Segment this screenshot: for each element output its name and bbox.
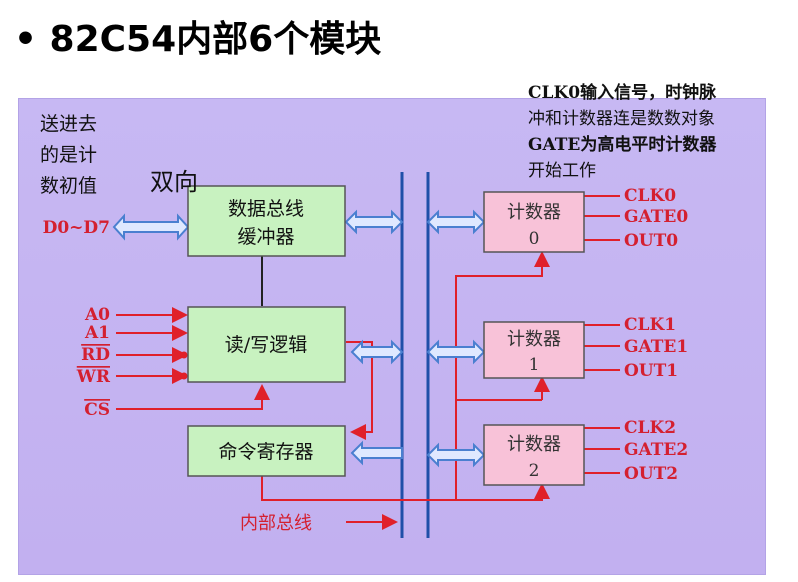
d-bus-label: D0~D7 bbox=[43, 218, 110, 238]
a1-label: A1 bbox=[84, 323, 110, 343]
left-note-3: 数初值 bbox=[40, 175, 97, 197]
cmd-bus-arrow bbox=[350, 440, 403, 466]
cmd-reg-label: 命令寄存器 bbox=[218, 441, 313, 463]
counter1-block bbox=[483, 321, 585, 379]
data-buffer-block bbox=[187, 185, 346, 257]
counter0-block bbox=[483, 191, 585, 253]
gate0-label: GATE0 bbox=[624, 207, 688, 227]
gate2-label: GATE2 bbox=[624, 440, 688, 460]
bus-arrows bbox=[112, 209, 486, 468]
rd-bubble bbox=[180, 351, 188, 359]
counter0-bus-arrow bbox=[426, 209, 486, 235]
left-note-1: 送进去 bbox=[40, 113, 97, 135]
rd-label: RD bbox=[81, 345, 110, 365]
out2-label: OUT2 bbox=[624, 464, 678, 484]
clk1-label: CLK1 bbox=[624, 315, 676, 335]
diagram-panel bbox=[18, 98, 766, 575]
right-note-1: CLK0输入信号，时钟脉 bbox=[528, 82, 717, 103]
left-note-2: 的是计 bbox=[40, 144, 97, 166]
out1-label: OUT1 bbox=[624, 361, 678, 381]
wr-bubble bbox=[180, 372, 188, 380]
clk2-label: CLK2 bbox=[624, 418, 676, 438]
control-lines bbox=[116, 195, 620, 501]
counter2-block bbox=[483, 424, 585, 486]
buffer-bus-arrow bbox=[344, 209, 404, 235]
rw-bus-arrow bbox=[350, 339, 404, 365]
right-note-2: 冲和计数器连是数数对象 bbox=[528, 109, 715, 129]
counter2-label: 计数器 bbox=[507, 434, 561, 455]
gate1-label: GATE1 bbox=[624, 337, 688, 357]
data-buffer-label-1: 数据总线 bbox=[228, 198, 304, 220]
counter0-num: 0 bbox=[529, 229, 540, 249]
right-note-4: 开始工作 bbox=[528, 161, 596, 181]
counter2-num: 2 bbox=[529, 461, 540, 481]
page-title: • 82C54内部6个模块 bbox=[14, 19, 382, 60]
wr-label: WR bbox=[76, 367, 111, 387]
data-buffer-label-2: 缓冲器 bbox=[237, 226, 294, 248]
a0-label: A0 bbox=[84, 305, 110, 325]
d-bus-arrow bbox=[112, 213, 190, 241]
counter1-label: 计数器 bbox=[507, 329, 561, 350]
rw-logic-label: 读/写逻辑 bbox=[225, 334, 307, 356]
counter1-num: 1 bbox=[529, 355, 540, 375]
cs-label: CS bbox=[84, 400, 110, 420]
bidir-label: 双向 bbox=[150, 168, 198, 196]
clk0-label: CLK0 bbox=[624, 186, 676, 206]
counter0-label: 计数器 bbox=[507, 202, 561, 223]
cmd-reg-block bbox=[187, 425, 346, 477]
right-note-3: GATE为高电平时计数器 bbox=[528, 134, 717, 155]
out0-label: OUT0 bbox=[624, 231, 678, 251]
rw-logic-block bbox=[187, 306, 346, 383]
cs-bubble bbox=[258, 390, 266, 398]
internal-bus-label: 内部总线 bbox=[240, 513, 312, 534]
